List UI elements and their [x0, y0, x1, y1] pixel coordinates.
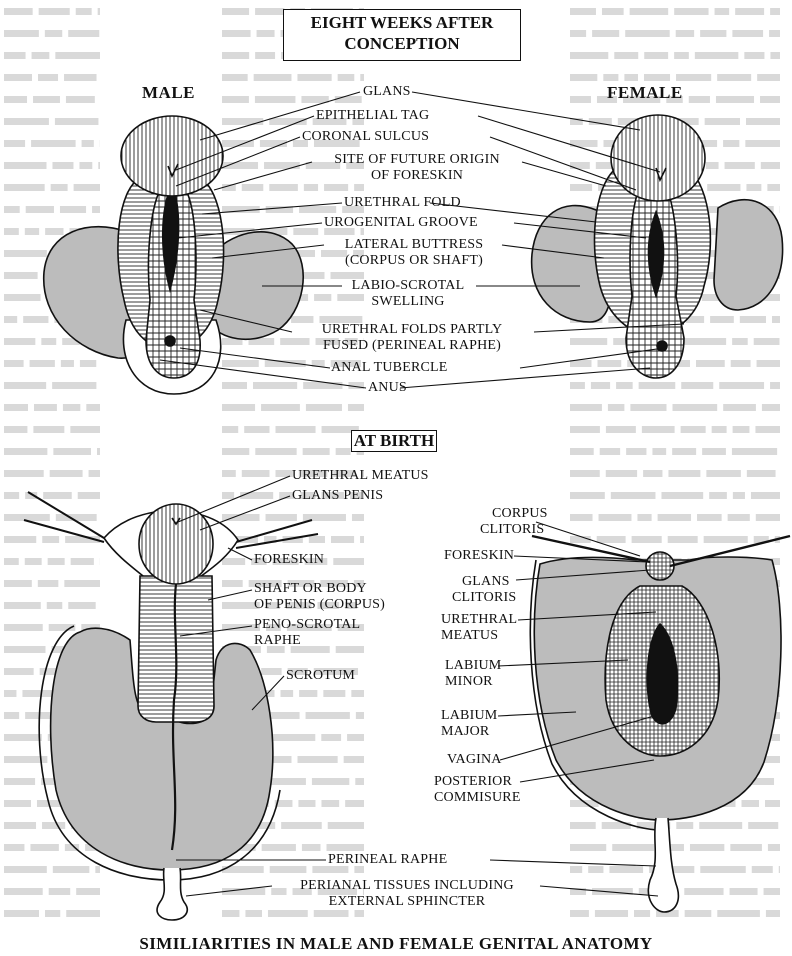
- female-eight-weeks-figure: [532, 115, 783, 378]
- label-labium-minor: LABIUM MINOR: [445, 658, 501, 690]
- label-perianal-tissues-line1: PERIANAL TISSUES INCLUDING: [272, 878, 542, 894]
- section-eight-weeks: EIGHT WEEKS AFTER CONCEPTION: [283, 9, 521, 61]
- label-future-origin-line2: OF FORESKIN: [312, 168, 522, 184]
- female-birth-figure: [530, 536, 790, 912]
- leader-shaft-m: [208, 590, 252, 600]
- label-urethral-folds-fused: URETHRAL FOLDS PARTLY FUSED (PERINEAL RA…: [292, 322, 532, 354]
- label-urethral-folds-fused-line1: URETHRAL FOLDS PARTLY: [292, 322, 532, 338]
- leader-perianal-f: [540, 886, 658, 896]
- label-urethral-fold: URETHRAL FOLD: [344, 195, 461, 211]
- label-peno-scrotal: PENO-SCROTAL RAPHE: [254, 617, 360, 649]
- label-coronal-sulcus: CORONAL SULCUS: [302, 129, 429, 145]
- label-glans-clitoris-line2: CLITORIS: [452, 590, 516, 606]
- label-labium-minor-line2: MINOR: [445, 674, 501, 690]
- label-urethral-folds-fused-line2: FUSED (PERINEAL RAPHE): [292, 338, 532, 354]
- label-shaft-line2: OF PENIS (CORPUS): [254, 597, 385, 613]
- label-labium-major-line1: LABIUM: [441, 708, 497, 724]
- female-labioscrotal-right: [714, 200, 783, 310]
- leader-perianal-m: [186, 886, 272, 896]
- male-probe-right-b: [236, 534, 318, 548]
- label-labium-minor-line1: LABIUM: [445, 658, 501, 674]
- leader-glanspenis-m: [200, 496, 290, 530]
- label-glans: GLANS: [363, 84, 411, 100]
- male-probe-right-a: [236, 520, 312, 542]
- label-foreskin-male: FORESKIN: [254, 552, 324, 568]
- male-glans: [121, 116, 223, 196]
- leader-corpus-f: [536, 522, 640, 556]
- label-labium-major-line2: MAJOR: [441, 724, 497, 740]
- label-labium-major: LABIUM MAJOR: [441, 708, 497, 740]
- label-vagina: VAGINA: [447, 752, 502, 768]
- label-corpus-clitoris-line2: CLITORIS: [456, 522, 548, 538]
- header-female: FEMALE: [607, 83, 683, 103]
- label-anal-tubercle: ANAL TUBERCLE: [331, 360, 448, 376]
- label-lateral-buttress: LATERAL BUTTRESS (CORPUS OR SHAFT): [326, 237, 502, 269]
- label-urethral-meatus-female: URETHRAL MEATUS: [441, 612, 517, 644]
- male-glans-penis: [139, 504, 213, 584]
- label-future-origin-line1: SITE OF FUTURE ORIGIN: [312, 152, 522, 168]
- section-eight-weeks-line2: CONCEPTION: [284, 33, 520, 54]
- label-urethral-meatus-female-line1: URETHRAL: [441, 612, 517, 628]
- label-urogenital-groove: UROGENITAL GROOVE: [324, 215, 478, 231]
- label-glans-clitoris: GLANS CLITORIS: [452, 574, 516, 606]
- label-posterior-commisure-line1: POSTERIOR: [434, 774, 521, 790]
- label-peno-scrotal-line1: PENO-SCROTAL: [254, 617, 360, 633]
- label-urethral-meatus-female-line2: MEATUS: [441, 628, 517, 644]
- female-glans-clitoris: [646, 552, 674, 580]
- label-glans-penis: GLANS PENIS: [292, 488, 383, 504]
- label-lateral-buttress-line1: LATERAL BUTTRESS: [326, 237, 502, 253]
- section-at-birth: AT BIRTH: [351, 430, 437, 452]
- leader-perineal-f: [490, 860, 656, 866]
- label-foreskin-female: FORESKIN: [444, 548, 514, 564]
- label-epithelial-tag: EPITHELIAL TAG: [316, 108, 429, 124]
- label-shaft: SHAFT OR BODY OF PENIS (CORPUS): [254, 581, 385, 613]
- female-perianal-stalk: [648, 818, 678, 912]
- leader-meatus-m: [178, 476, 290, 522]
- female-anus-mark: [657, 341, 667, 351]
- section-eight-weeks-line1: EIGHT WEEKS AFTER: [284, 12, 520, 33]
- label-shaft-line1: SHAFT OR BODY: [254, 581, 385, 597]
- label-posterior-commisure: POSTERIOR COMMISURE: [434, 774, 521, 806]
- label-urethral-meatus-male: URETHRAL MEATUS: [292, 468, 429, 484]
- leader-glans-f: [412, 92, 640, 130]
- label-glans-clitoris-line1: GLANS: [452, 574, 516, 590]
- label-lateral-buttress-line2: (CORPUS OR SHAFT): [326, 253, 502, 269]
- leader-foreskin-m: [228, 548, 252, 560]
- label-future-origin: SITE OF FUTURE ORIGIN OF FORESKIN: [312, 152, 522, 184]
- label-anus: ANUS: [368, 380, 407, 396]
- male-anus-mark: [165, 336, 175, 346]
- label-labio-scrotal-line2: SWELLING: [343, 294, 473, 310]
- leader-urethralfold-m: [202, 203, 342, 214]
- header-male: MALE: [142, 83, 195, 103]
- figure-title: SIMILIARITIES IN MALE AND FEMALE GENITAL…: [0, 934, 792, 954]
- label-scrotum: SCROTUM: [286, 668, 355, 684]
- male-perianal-stalk: [157, 868, 187, 920]
- leader-future-m: [214, 162, 312, 190]
- male-eight-weeks-figure: [44, 116, 304, 394]
- label-corpus-clitoris: CORPUS CLITORIS: [456, 506, 548, 538]
- label-perianal-tissues: PERIANAL TISSUES INCLUDING EXTERNAL SPHI…: [272, 878, 542, 910]
- label-labio-scrotal: LABIO-SCROTAL SWELLING: [343, 278, 473, 310]
- label-corpus-clitoris-line1: CORPUS: [456, 506, 548, 522]
- label-peno-scrotal-line2: RAPHE: [254, 633, 360, 649]
- label-labio-scrotal-line1: LABIO-SCROTAL: [343, 278, 473, 294]
- label-posterior-commisure-line2: COMMISURE: [434, 790, 521, 806]
- label-perianal-tissues-line2: EXTERNAL SPHINCTER: [272, 894, 542, 910]
- label-perineal-raphe: PERINEAL RAPHE: [328, 852, 447, 868]
